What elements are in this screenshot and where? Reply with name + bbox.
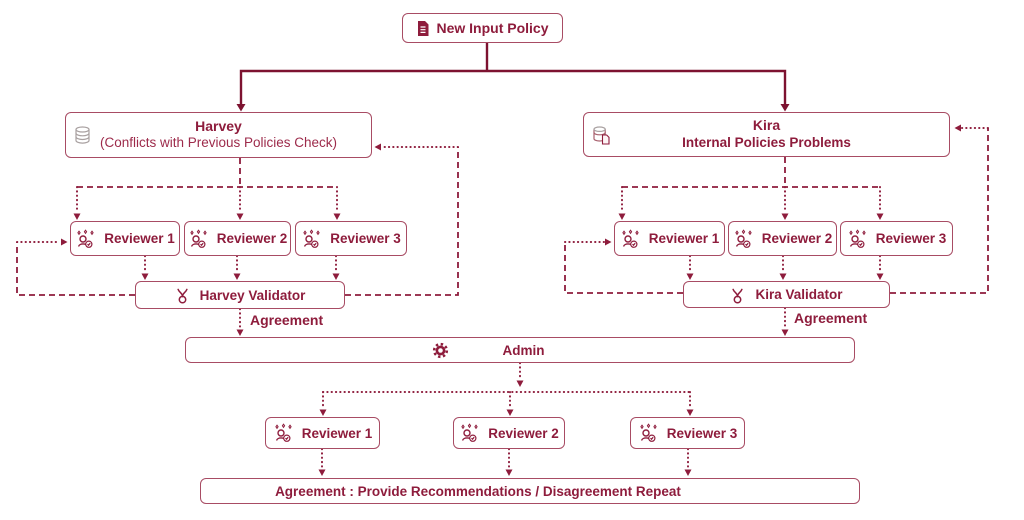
arrowheads-down xyxy=(73,213,884,476)
arrowheads-side xyxy=(61,124,961,246)
node-label: Reviewer 2 xyxy=(761,231,833,246)
node-outcome: Agreement : Provide Recommendations / Di… xyxy=(200,478,860,504)
node-label: Reviewer 1 xyxy=(648,231,720,246)
gear-icon xyxy=(432,342,449,359)
node-label: Reviewer 1 xyxy=(301,425,373,441)
node-harvey: Harvey (Conflicts with Previous Policies… xyxy=(65,112,372,158)
edge-harvey-validator-feedback-left xyxy=(16,242,135,296)
reviewer-icon xyxy=(459,423,480,443)
edge-label-agreement-harvey: Agreement xyxy=(250,312,324,328)
node-final-reviewer-1: Reviewer 1 xyxy=(265,417,380,449)
node-kira-validator: Kira Validator xyxy=(683,281,890,308)
node-label: Agreement : Provide Recommendations / Di… xyxy=(275,483,681,499)
reviewer-icon xyxy=(301,228,322,249)
reviewer-icon xyxy=(188,228,209,249)
node-kira-reviewer-1: Reviewer 1 xyxy=(614,221,725,256)
node-label: Reviewer 2 xyxy=(216,231,288,246)
node-label: Reviewer 2 xyxy=(488,425,559,441)
reviewer-icon xyxy=(620,228,641,249)
node-subtitle: Internal Policies Problems xyxy=(682,134,851,150)
database-file-icon xyxy=(592,125,611,145)
node-harvey-reviewer-2: Reviewer 2 xyxy=(184,221,291,256)
node-harvey-reviewer-3: Reviewer 3 xyxy=(295,221,407,256)
node-label: Kira Validator xyxy=(755,287,843,302)
edge-kira-validator-feedback-left xyxy=(564,242,683,294)
node-label: Reviewer 1 xyxy=(104,231,175,246)
dashed-edges xyxy=(16,128,989,296)
edge-label-agreement-kira: Agreement xyxy=(794,310,868,326)
edge-harvey-validator-feedback-right xyxy=(345,147,459,296)
dotted-edges xyxy=(16,127,989,469)
node-label: Admin xyxy=(502,342,545,358)
node-title: Kira xyxy=(752,117,781,134)
node-kira: Kira Internal Policies Problems xyxy=(583,112,950,157)
reviewer-icon xyxy=(733,228,754,249)
node-harvey-validator: Harvey Validator xyxy=(135,281,345,309)
reviewer-icon xyxy=(847,228,868,249)
edge-kira-validator-feedback-right xyxy=(890,128,989,294)
node-label: Reviewer 3 xyxy=(666,425,738,441)
node-subtitle: (Conflicts with Previous Policies Check) xyxy=(99,135,338,151)
node-harvey-reviewer-1: Reviewer 1 xyxy=(70,221,180,256)
node-label: Reviewer 3 xyxy=(875,231,947,246)
reviewer-icon xyxy=(75,228,96,249)
node-kira-reviewer-3: Reviewer 3 xyxy=(840,221,953,256)
edge-root-split xyxy=(239,43,787,107)
node-label: Harvey Validator xyxy=(199,287,306,303)
arrowheads-root xyxy=(236,104,790,112)
node-kira-reviewer-2: Reviewer 2 xyxy=(728,221,837,256)
reviewer-icon xyxy=(638,423,659,443)
node-label: New Input Policy xyxy=(436,20,549,36)
node-new-input-policy: New Input Policy xyxy=(402,13,563,43)
node-final-reviewer-2: Reviewer 2 xyxy=(453,417,565,449)
reviewer-icon xyxy=(273,423,294,443)
node-label: Reviewer 3 xyxy=(330,231,401,246)
validator-icon xyxy=(175,286,190,304)
node-final-reviewer-3: Reviewer 3 xyxy=(630,417,745,449)
node-title: Harvey xyxy=(195,117,242,134)
document-icon xyxy=(416,20,430,37)
database-icon xyxy=(74,125,91,145)
validator-icon xyxy=(730,286,745,304)
node-admin: Admin xyxy=(185,337,855,363)
